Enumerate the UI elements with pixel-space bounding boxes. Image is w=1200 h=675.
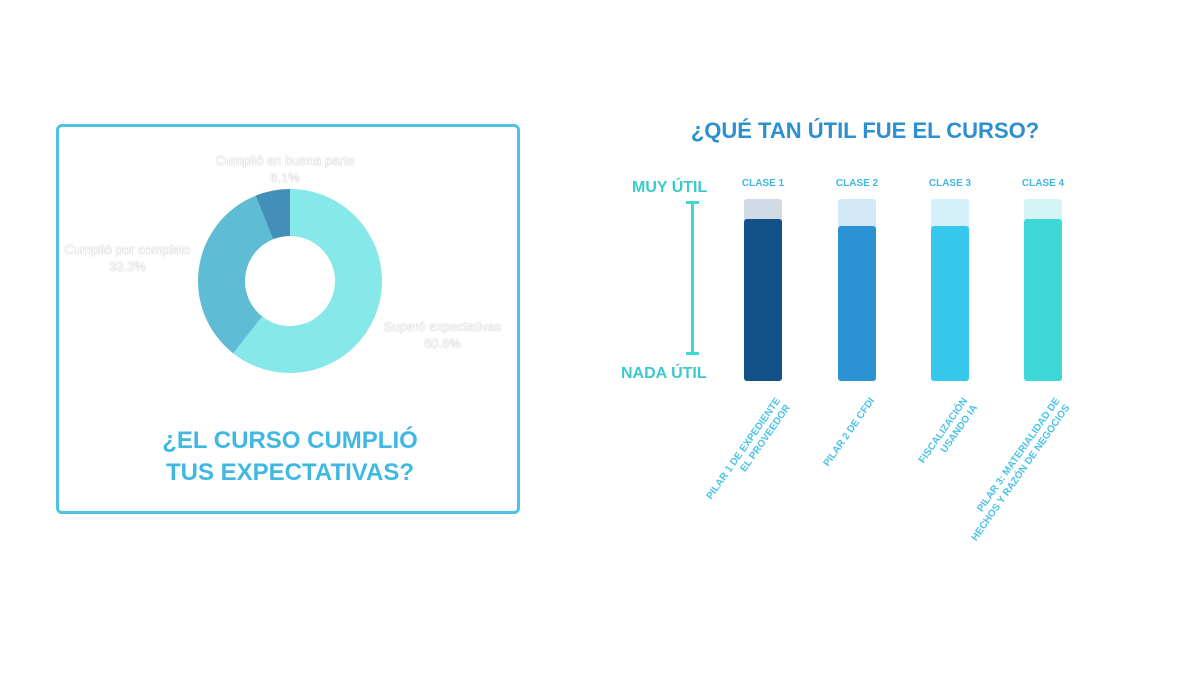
- slice-label: Cumplió por completo: [64, 242, 191, 257]
- label-completo: Cumplió por completo 33.3%: [40, 241, 215, 275]
- slice-value: 6.1%: [270, 170, 300, 185]
- slice-label: Cumplió en buena parte: [215, 153, 355, 168]
- bar: [1024, 219, 1062, 381]
- donut-slice: [233, 189, 382, 373]
- class-label: CLASE 4: [1021, 178, 1065, 189]
- y-label-top: MUY ÚTIL: [632, 179, 708, 196]
- y-label-bottom: NADA ÚTIL: [621, 365, 707, 382]
- slice-label: Superó expectativas: [383, 319, 502, 334]
- class-label: CLASE 1: [741, 178, 785, 189]
- donut-card: [56, 124, 520, 514]
- donut-slice: [198, 195, 274, 354]
- x-tick-label-line: PILAR 2 DE CFDI: [821, 396, 878, 469]
- slice-value: 33.3%: [109, 259, 146, 274]
- y-axis-line: [691, 203, 694, 353]
- donut-chart: [198, 189, 382, 373]
- x-tick-label: PILAR 2 DE CFDI: [822, 396, 878, 469]
- slice-value: 60.6%: [424, 336, 461, 351]
- y-axis-tick-bottom: [686, 352, 699, 355]
- label-supero: Superó expectativas 60.6%: [370, 318, 515, 352]
- x-tick-label-line: HECHOS Y RAZÓN DE NEGOCIOS: [969, 402, 1073, 544]
- class-label: CLASE 3: [928, 178, 972, 189]
- bar-title: ¿QUÉ TAN ÚTIL FUE EL CURSO?: [690, 118, 1040, 143]
- x-tick-label-line: PILAR 1 DE EXPEDIENTE: [704, 396, 784, 502]
- bar: [931, 226, 969, 381]
- class-label: CLASE 2: [835, 178, 879, 189]
- donut-title: ¿EL CURSO CUMPLIÓ TUS EXPECTATIVAS?: [162, 427, 418, 486]
- bar: [744, 219, 782, 381]
- y-axis-tick-top: [686, 201, 699, 204]
- label-buena-parte: Cumplió en buena parte 6.1%: [175, 152, 395, 186]
- bar: [838, 226, 876, 381]
- x-tick-label-line: EL PROVEEDOR: [738, 402, 793, 475]
- donut-slice: [255, 189, 290, 240]
